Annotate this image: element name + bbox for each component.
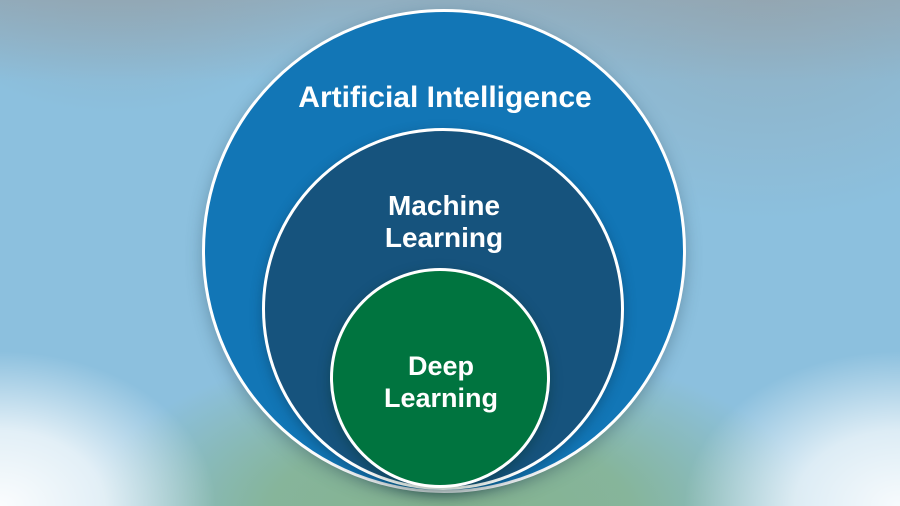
deep-learning-circle xyxy=(330,268,550,488)
machine-learning-label: Machine Learning xyxy=(384,190,504,253)
deep-learning-label: Deep Learning xyxy=(383,351,498,413)
artificial-intelligence-label: Artificial Intelligence xyxy=(298,81,592,114)
